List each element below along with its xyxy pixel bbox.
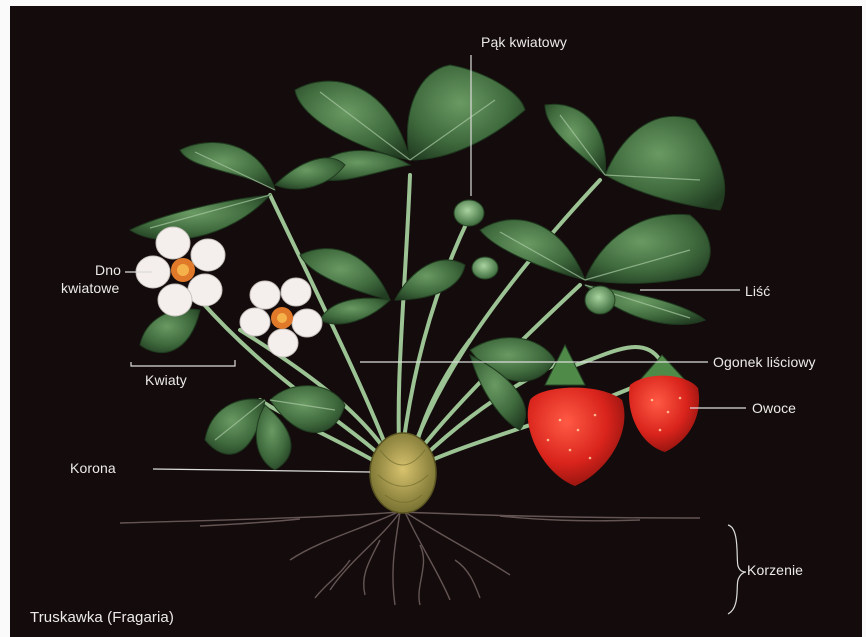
label-receptacle-line2: kwiatowe bbox=[61, 280, 119, 296]
label-fruits: Owoce bbox=[752, 400, 796, 416]
roots bbox=[120, 512, 700, 605]
label-flowers: Kwiaty bbox=[145, 372, 187, 388]
label-petiole: Ogonek liściowy bbox=[713, 354, 816, 370]
flower-small bbox=[240, 278, 322, 357]
strawberry-fruits bbox=[528, 376, 699, 486]
label-flower-bud: Pąk kwiatowy bbox=[481, 34, 567, 50]
label-receptacle-line1: Dno bbox=[95, 262, 121, 278]
leader-bracket-flowers bbox=[131, 360, 235, 366]
leader-line-crown bbox=[153, 469, 370, 472]
label-crown: Korona bbox=[70, 460, 116, 476]
label-roots: Korzenie bbox=[747, 562, 803, 578]
label-leaf: Liść bbox=[745, 283, 770, 299]
leader-bracket-roots bbox=[728, 525, 746, 614]
crown bbox=[370, 433, 436, 513]
diagram-caption: Truskawka (Fragaria) bbox=[30, 610, 174, 626]
